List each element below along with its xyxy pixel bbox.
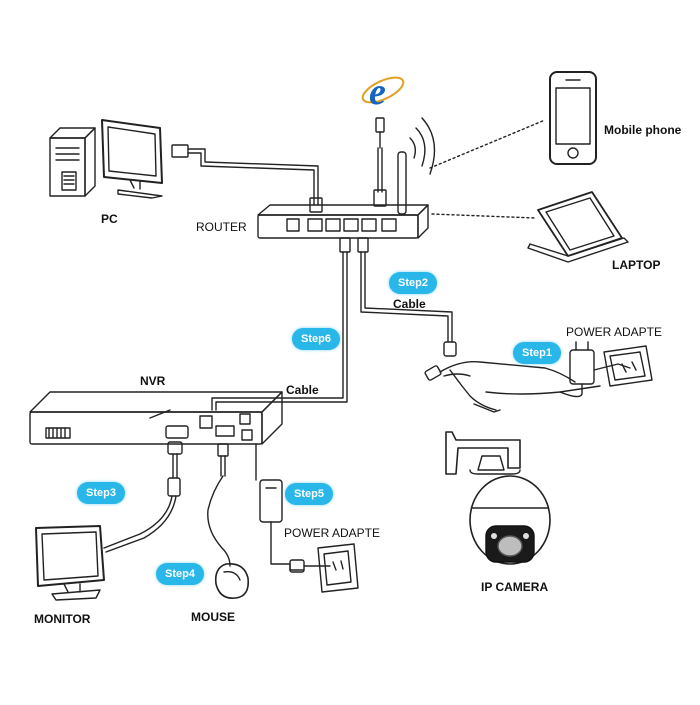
camera-pigtail-cable [424,361,601,413]
monitor-icon [35,525,105,601]
wireless-link-laptop [431,213,536,219]
nvr-network-cable [211,237,351,411]
nvr-label: NVR [140,374,166,388]
pc-label: PC [101,212,118,226]
wireless-link-mobile [429,119,546,169]
camera-network-cable [357,237,457,357]
step3-badge: Step3 [77,482,125,504]
nvr-icon [29,391,283,445]
step2-badge: Step2 [389,272,437,294]
ip-camera-label: IP CAMERA [481,580,549,594]
mobile-phone-label: Mobile phone [604,123,682,137]
step1-badge: Step1 [513,342,561,364]
mouse-label: MOUSE [191,610,236,624]
mouse-icon [207,443,250,600]
laptop-label: LAPTOP [612,258,661,272]
power-adapter-top-label: POWER ADAPTE [566,325,663,339]
monitor-icon [101,119,163,199]
ip-camera-icon [445,431,551,565]
vga-cable [103,441,183,553]
internet-cable [373,117,387,207]
cable-left-label: Cable [286,383,319,397]
monitor-label: MONITOR [34,612,91,626]
pc-tower-icon [49,127,96,197]
laptop-icon [527,191,629,263]
step4-badge: Step4 [156,563,204,585]
pc-cable [171,144,323,213]
router-icon [257,151,429,239]
svg-text:e: e [369,71,386,113]
wall-socket-icon [303,543,359,593]
step5-badge: Step5 [285,483,333,505]
power-adapter-icon [559,341,595,398]
power-adapter-icon [255,443,305,573]
cable-right-label: Cable [393,297,426,311]
power-adapter-bottom-label: POWER ADAPTE [284,526,381,540]
mobile-phone-icon [549,71,597,165]
step6-badge: Step6 [292,328,340,350]
internet-explorer-icon: e [361,71,405,113]
wall-socket-icon [593,345,653,387]
wifi-signal-icon [409,117,436,175]
router-label: ROUTER [196,220,247,234]
